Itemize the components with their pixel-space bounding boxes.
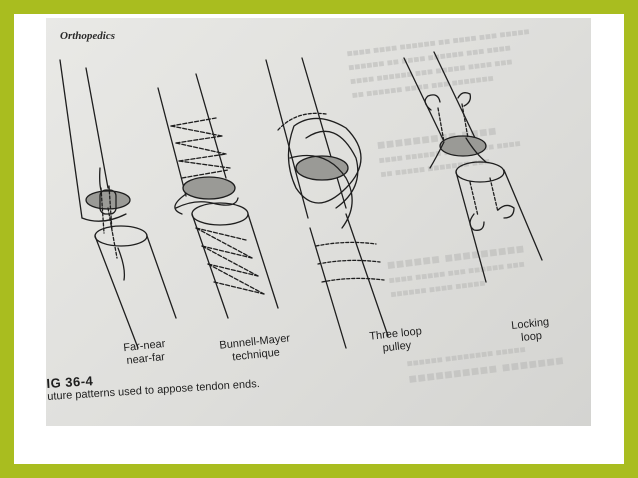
label-three-loop-pulley: Three loop pulley — [368, 325, 423, 355]
page-header: Orthopedics — [60, 30, 115, 42]
suture-illustration — [59, 51, 543, 349]
locking-loop-diagram — [403, 51, 543, 283]
bunnell-mayer-diagram — [157, 73, 279, 319]
three-loop-pulley-diagram — [265, 57, 389, 349]
book-page-photo: ■■■■ ■■■■ ■■■■■■ ■■ ■■■■ ■■■ ■■■■■■■■■■■… — [46, 18, 591, 426]
label-far-near: Far-near near-far — [122, 337, 166, 367]
far-near-diagram — [59, 59, 177, 349]
label-locking-loop: Locking loop — [510, 316, 550, 345]
